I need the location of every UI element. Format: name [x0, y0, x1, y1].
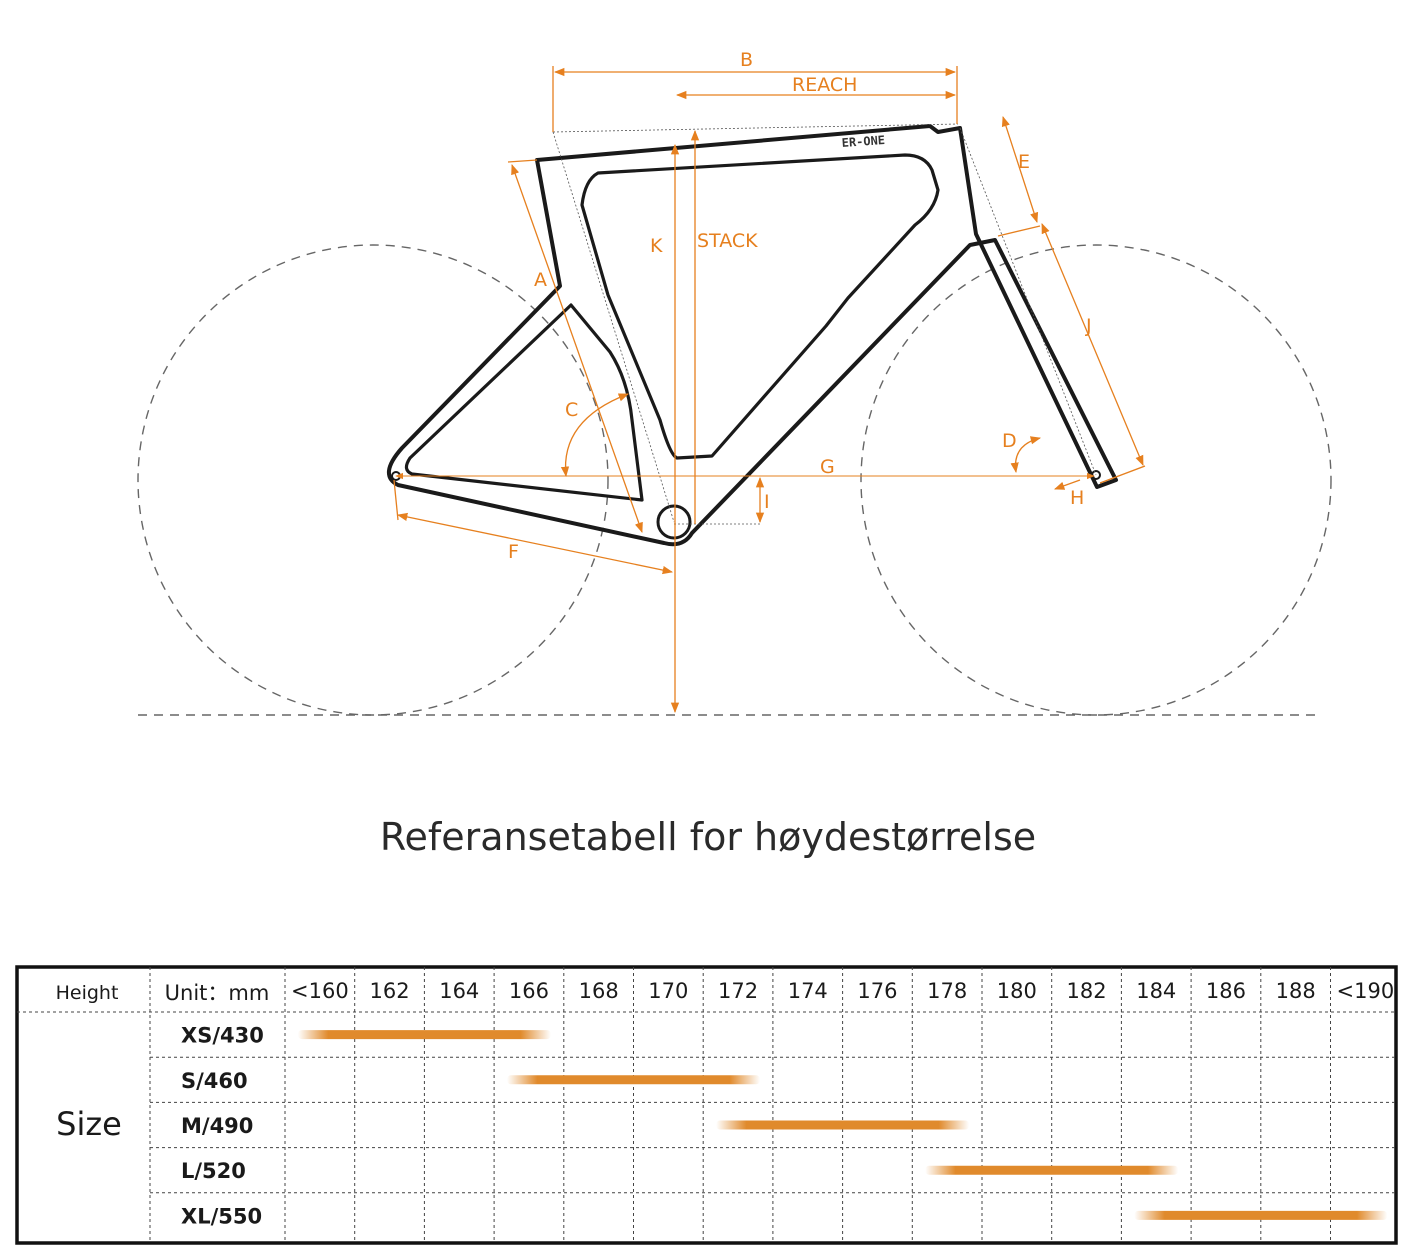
- label-a: A: [534, 269, 547, 291]
- label-j: J: [1085, 315, 1092, 337]
- size-range-bar: [506, 1075, 761, 1085]
- size-row-label: XL/550: [181, 1204, 262, 1228]
- height-column-header: 168: [579, 979, 619, 1003]
- size-range-bar: [716, 1120, 970, 1130]
- size-row-label: L/520: [181, 1159, 246, 1183]
- dimension-lines: [393, 66, 1146, 714]
- label-e: E: [1018, 151, 1030, 173]
- label-k: K: [650, 235, 663, 257]
- size-row-label: S/460: [181, 1069, 248, 1093]
- label-stack: STACK: [697, 230, 758, 252]
- size-range-bar: [925, 1165, 1179, 1175]
- height-column-header: <190: [1337, 979, 1395, 1003]
- height-column-header: 172: [718, 979, 758, 1003]
- height-column-headers: <160 162 164 166 168 170 172 174 176 178 180 182 184…: [291, 979, 1394, 1003]
- size-range-bar: [1134, 1210, 1388, 1220]
- unit-header: Unit：mm: [165, 981, 270, 1005]
- size-header: Size: [56, 1105, 122, 1143]
- label-d: D: [1002, 430, 1017, 452]
- label-f: F: [508, 541, 519, 563]
- label-g: G: [820, 456, 835, 478]
- size-table-title: Referansetabell for høydestørrelse: [379, 815, 1037, 859]
- height-column-header: 174: [788, 979, 828, 1003]
- height-column-header: 178: [927, 979, 967, 1003]
- size-range-bars: [297, 1030, 1388, 1220]
- frame-geometry-diagram: ER-ONE B REACH K STACK E A J C D G H: [137, 49, 1332, 716]
- table-grid: [17, 967, 1396, 1243]
- height-column-header: 186: [1206, 979, 1246, 1003]
- height-column-header: 184: [1136, 979, 1176, 1003]
- height-column-header: 176: [857, 979, 897, 1003]
- label-i: I: [764, 491, 770, 513]
- label-b: B: [740, 49, 753, 71]
- height-column-header: 182: [1067, 979, 1107, 1003]
- label-reach: REACH: [792, 74, 857, 96]
- brand-logo: ER-ONE: [841, 133, 885, 150]
- height-column-header: 166: [509, 979, 549, 1003]
- size-range-bar: [297, 1030, 551, 1040]
- height-header: Height: [56, 982, 119, 1004]
- height-column-header: 162: [370, 979, 410, 1003]
- height-column-header: 188: [1276, 979, 1316, 1003]
- label-h: H: [1070, 487, 1084, 509]
- table-border: [15, 965, 1398, 1245]
- label-c: C: [565, 399, 578, 421]
- size-row-label: XS/430: [181, 1024, 264, 1048]
- size-row-label: M/490: [181, 1114, 253, 1138]
- height-column-header: <160: [291, 979, 349, 1003]
- height-column-header: 164: [439, 979, 479, 1003]
- height-column-header: 170: [648, 979, 688, 1003]
- height-column-header: 180: [997, 979, 1037, 1003]
